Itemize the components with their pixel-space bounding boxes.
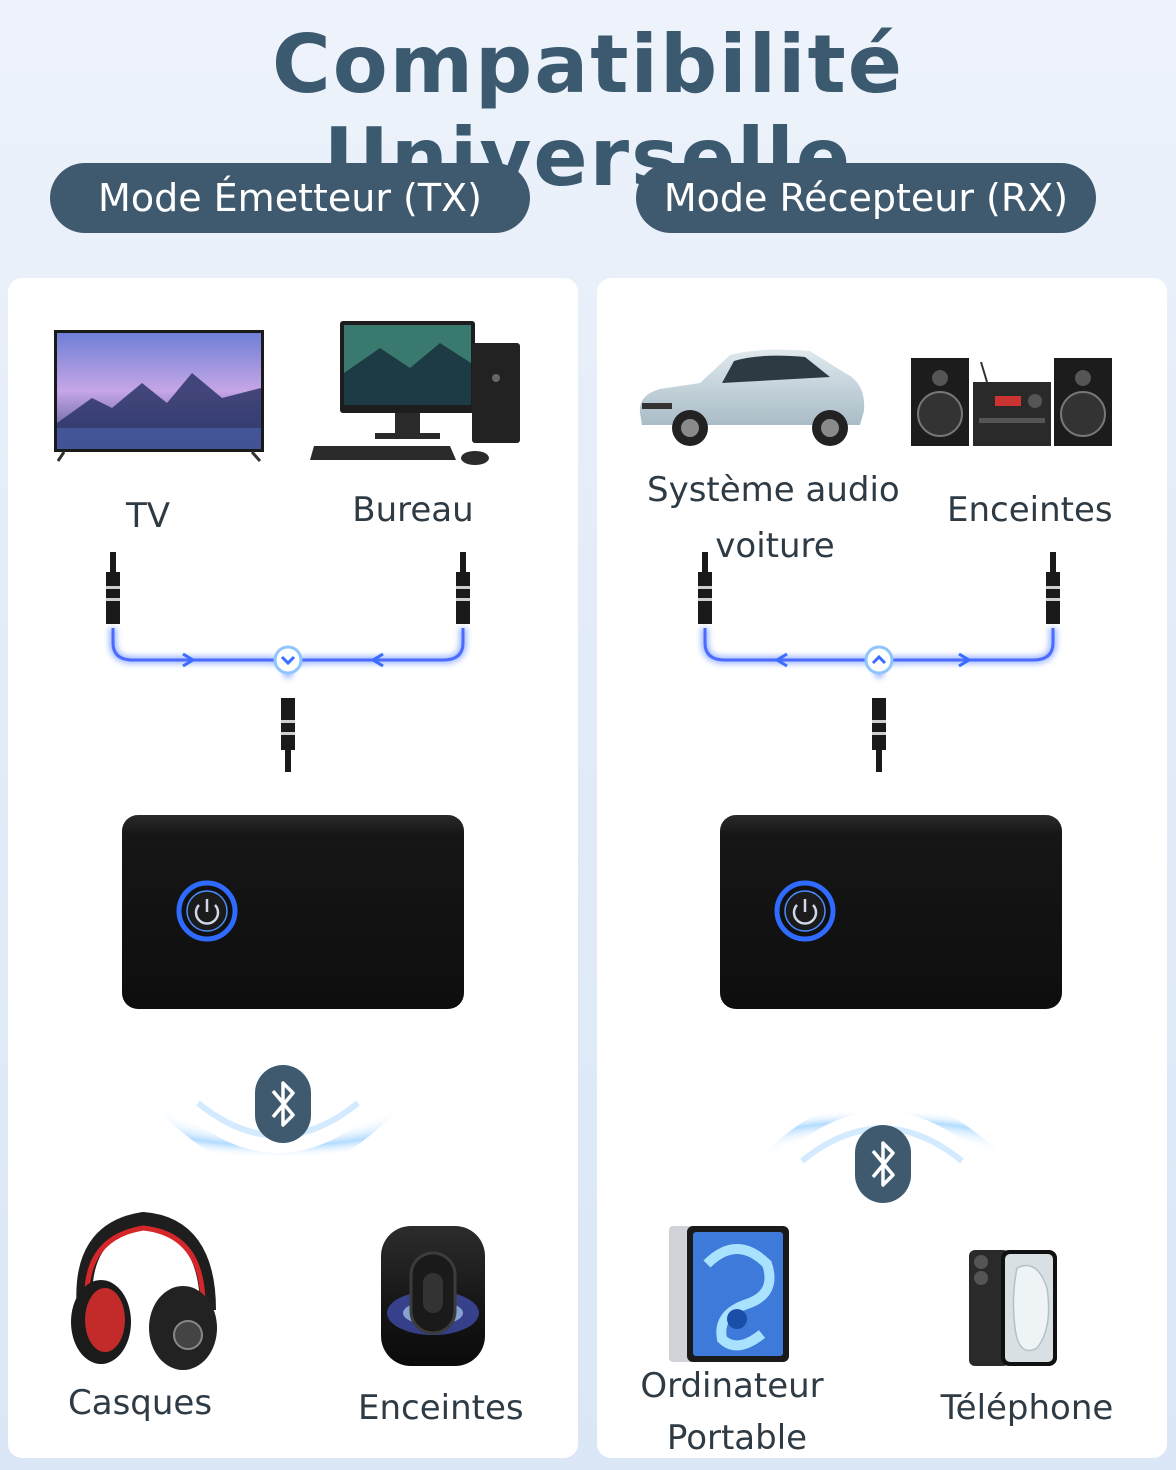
car-audio-label: Système audio [647, 470, 900, 510]
power-icon-rx [792, 899, 818, 925]
car-icon [639, 349, 865, 446]
mode-rx-pill: Mode Récepteur (RX) [636, 163, 1096, 233]
speaker-system-icon [911, 358, 1112, 446]
enceintes-tx-label: Enceintes [358, 1388, 524, 1428]
receiver-device [720, 815, 1062, 1009]
bureau-label: Bureau [352, 490, 474, 530]
desktop-icon [310, 321, 520, 465]
tv-icon [54, 330, 264, 462]
headphones-icon [71, 1211, 217, 1370]
transmitter-device [122, 815, 464, 1009]
ordinateur-label: Ordinateur [640, 1366, 824, 1406]
page-title: Compatibilité Universelle [272, 18, 904, 204]
car-voiture-label: voiture [715, 526, 835, 566]
telephone-label: Téléphone [940, 1388, 1114, 1428]
tv-label: TV [125, 496, 171, 536]
mode-tx-pill: Mode Émetteur (TX) [50, 163, 530, 233]
rx-panel: Système audio voiture Enceintes [597, 278, 1167, 1458]
casques-label: Casques [68, 1383, 213, 1423]
portable-label: Portable [666, 1418, 808, 1458]
enceintes-rx-label: Enceintes [947, 490, 1113, 530]
bluetooth-icon-rx [855, 1125, 911, 1203]
smartphone-icon [969, 1250, 1057, 1366]
bluetooth-icon [255, 1065, 311, 1143]
audio-jack-icon [106, 552, 470, 772]
smart-speaker-icon [381, 1226, 485, 1366]
power-icon [194, 899, 220, 925]
tx-panel: TV Bureau [8, 278, 578, 1458]
audio-jack-icon-rx [698, 552, 1060, 772]
tablet-icon [669, 1226, 789, 1362]
